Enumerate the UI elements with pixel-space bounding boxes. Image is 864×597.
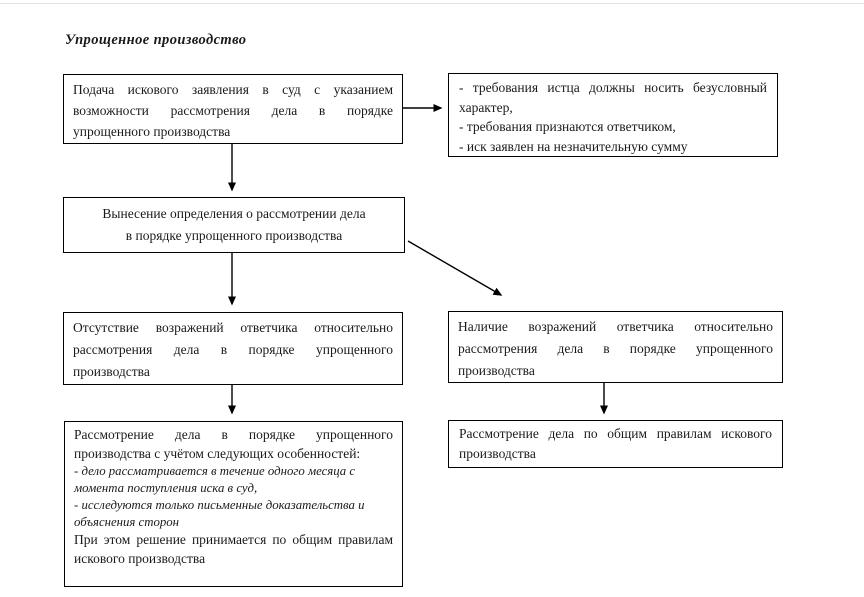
simplified-intro: Рассмотрение дела в порядке упрощенного … (74, 427, 393, 461)
box-objections-text: Наличие возражений ответчика относительн… (458, 319, 773, 378)
condition-item: - иск заявлен на незначительную сумму (459, 138, 688, 154)
simplified-feature: - дело рассматривается в течение одного … (74, 464, 356, 495)
arrow-ruling-to-objections (407, 240, 503, 296)
diagram-title: Упрощенное производство (65, 32, 247, 48)
box-filing-claim: Подача искового заявления в суд с указан… (63, 74, 403, 144)
box-simplified-review: Рассмотрение дела в порядке упрощенного … (64, 421, 403, 587)
box-general-text: Рассмотрение дела по общим правилам иско… (459, 426, 772, 461)
scan-artifact-line (0, 3, 864, 4)
box-ruling-issued: Вынесение определения о рассмотрении дел… (63, 197, 405, 253)
box-objections-present: Наличие возражений ответчика относительн… (448, 311, 783, 383)
condition-item: - требования признаются ответчиком, (459, 119, 676, 134)
simplified-outro: При этом решение принимается по общим пр… (74, 532, 393, 566)
box-general-rules-review: Рассмотрение дела по общим правилам иско… (448, 420, 783, 468)
box-no-objections-text: Отсутствие возражений ответчика относите… (73, 320, 393, 379)
simplified-feature: - исследуются только письменные доказате… (74, 498, 365, 529)
condition-item: - требования истца должны носить безусло… (459, 80, 767, 115)
box-ruling-text: Вынесение определения о рассмотрении дел… (102, 206, 366, 243)
box-no-objections: Отсутствие возражений ответчика относите… (63, 312, 403, 385)
box-claim-conditions: - требования истца должны носить безусло… (448, 73, 778, 157)
box-filing-text: Подача искового заявления в суд с указан… (73, 82, 393, 139)
